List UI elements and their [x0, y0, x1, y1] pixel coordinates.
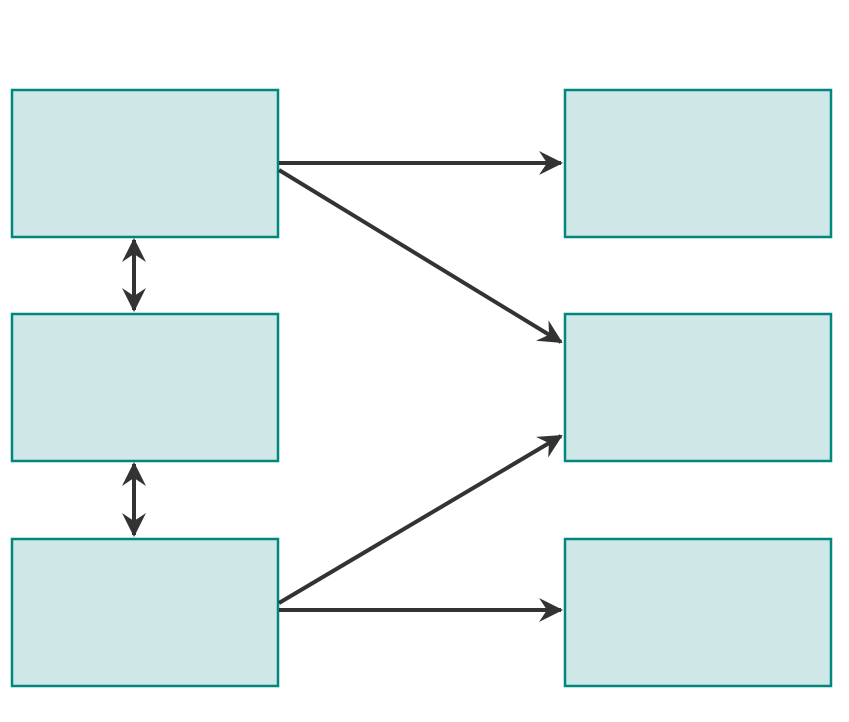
box-left-middle: [10, 312, 280, 463]
arrow-left-top-to-right-middle: [277, 168, 563, 344]
box-group: [10, 88, 833, 688]
box-right-top: [563, 88, 833, 239]
box-left-top: [10, 88, 280, 239]
box-right-middle: [563, 312, 833, 463]
box-right-bottom: [563, 537, 833, 688]
arrow-left-bottom-to-right-middle: [277, 434, 563, 605]
box-left-bottom: [10, 537, 280, 688]
